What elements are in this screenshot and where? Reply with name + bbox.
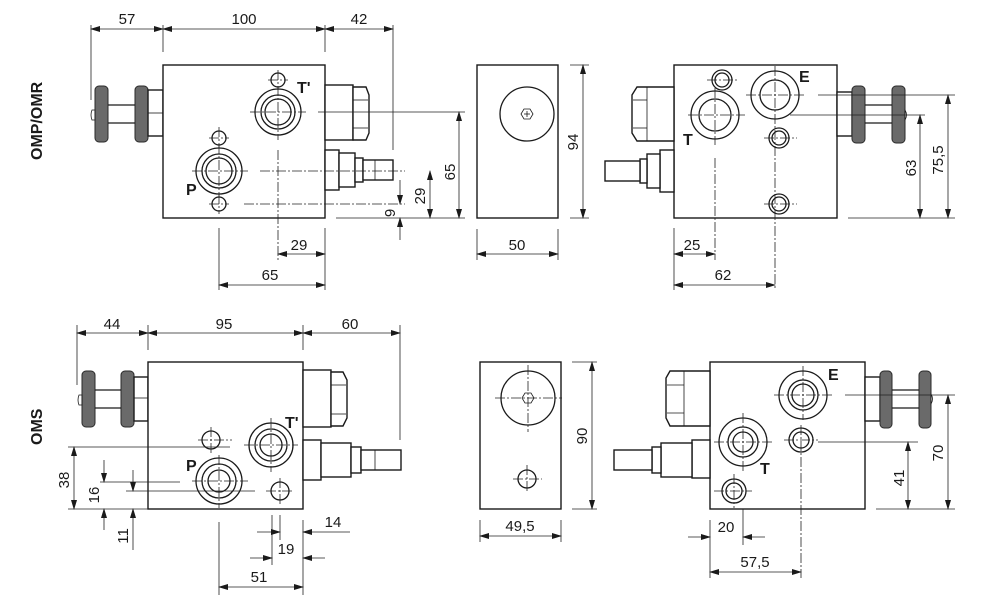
dim-16: 16 — [86, 487, 103, 504]
port-t — [714, 413, 773, 472]
port-t-prime — [244, 418, 298, 472]
dim-42: 42 — [351, 11, 368, 28]
cartridge-icon — [302, 439, 402, 481]
port-label-t: T — [683, 132, 693, 149]
dim-90: 90 — [574, 428, 591, 445]
handwheel-knob-icon — [864, 370, 933, 429]
dim-70: 70 — [930, 445, 947, 462]
rear-view: T E — [604, 64, 955, 290]
dim-65-vertical: 65 — [442, 164, 459, 181]
side-view: 90 49,5 — [479, 361, 597, 542]
dim-11: 11 — [115, 528, 132, 544]
port-small-hole — [198, 427, 232, 453]
port-label-t-prime: T' — [285, 415, 299, 432]
hex-fitting-icon — [324, 84, 370, 141]
dim-75-5: 75,5 — [930, 145, 947, 174]
port-t — [688, 88, 745, 145]
hex-fitting-icon — [631, 86, 675, 142]
cartridge-icon — [604, 149, 675, 193]
dim-29-vertical: 29 — [412, 188, 429, 205]
port-label-p: P — [186, 458, 197, 475]
port-e — [746, 66, 806, 290]
port-label-t-prime: T' — [297, 80, 311, 97]
dim-29-horizontal: 29 — [291, 237, 308, 254]
front-view: T' P — [90, 11, 465, 290]
dim-14: 14 — [325, 514, 342, 531]
cartridge-icon — [324, 149, 394, 191]
dim-49-5: 49,5 — [505, 518, 534, 535]
port-e — [774, 366, 832, 420]
handwheel-knob-icon — [90, 85, 164, 143]
dim-63: 63 — [903, 160, 920, 177]
dim-20: 20 — [718, 519, 735, 536]
dim-25: 25 — [684, 237, 701, 254]
section-label: OMS — [29, 408, 46, 445]
port-small-hole — [266, 478, 294, 504]
dim-19: 19 — [278, 541, 295, 558]
front-view: T' P — [56, 316, 402, 595]
dim-51: 51 — [251, 569, 268, 586]
dim-100: 100 — [231, 11, 256, 28]
handwheel-knob-icon — [77, 370, 149, 428]
side-view: 94 50 — [476, 64, 589, 260]
rear-view: E T 41 70 — [613, 361, 955, 578]
handwheel-knob-icon — [836, 85, 907, 144]
dim-60: 60 — [342, 316, 359, 333]
dim-94: 94 — [565, 134, 582, 151]
cartridge-icon — [613, 439, 711, 479]
port-small-hole — [707, 69, 737, 91]
hex-fitting-icon — [302, 369, 348, 428]
port-label-e: E — [799, 69, 810, 86]
section-oms: OMS — [29, 316, 955, 595]
section-label: OMP/OMR — [29, 81, 46, 160]
section-omp-omr: OMP/OMR — [29, 11, 955, 290]
port-p — [192, 127, 248, 214]
valve-body — [162, 64, 326, 219]
dim-41: 41 — [891, 470, 908, 487]
dim-57-5: 57,5 — [740, 554, 769, 571]
dim-38: 38 — [56, 472, 73, 489]
port-p — [192, 455, 248, 508]
dim-57: 57 — [119, 11, 136, 28]
port-t-prime — [250, 70, 306, 140]
hex-fitting-icon — [665, 370, 711, 427]
dim-44: 44 — [104, 316, 121, 333]
dim-95: 95 — [216, 316, 233, 333]
port-label-e: E — [828, 367, 839, 384]
port-label-t: T — [760, 461, 770, 478]
dim-50: 50 — [509, 237, 526, 254]
port-label-p: P — [186, 182, 197, 199]
dim-65-horizontal: 65 — [262, 267, 279, 284]
dim-62: 62 — [715, 267, 732, 284]
dim-9: 9 — [382, 209, 399, 217]
